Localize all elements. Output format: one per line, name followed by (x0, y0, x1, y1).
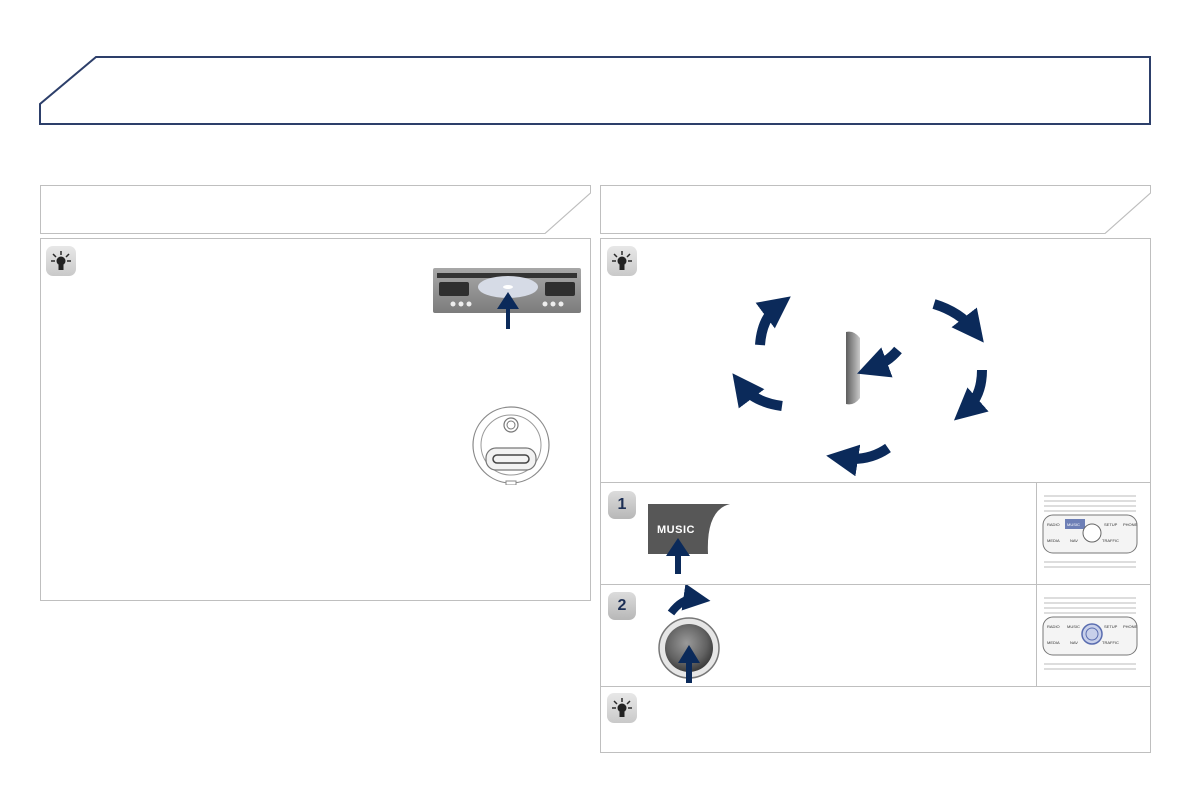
key-nav: NAV (1070, 640, 1078, 645)
rotate-arrow-icon (755, 296, 791, 346)
key-media: MEDIA (1047, 640, 1060, 645)
step-number-badge: 1 (608, 491, 636, 519)
key-music: MUSIC (1067, 522, 1080, 527)
key-phone: PHONE (1123, 522, 1138, 527)
lightbulb-icon (607, 693, 637, 723)
music-button-illustration: MUSIC (648, 504, 730, 574)
control-panel-thumbnail-1: RADIO MUSIC SETUP PHONE MEDIA NAV TRAFFI… (1040, 490, 1140, 572)
knob-illustration (658, 585, 720, 683)
press-arrow-icon (857, 346, 902, 378)
usb-port-illustration (472, 406, 550, 485)
cd-player-illustration (433, 268, 581, 329)
music-button-label: MUSIC (657, 524, 695, 536)
key-radio: RADIO (1047, 624, 1060, 629)
rotation-diagram (732, 296, 989, 477)
key-media: MEDIA (1047, 538, 1060, 543)
rotate-arrow-icon (953, 369, 989, 421)
lightbulb-icon (46, 246, 76, 276)
key-nav: NAV (1070, 538, 1078, 543)
key-setup: SETUP (1104, 624, 1118, 629)
key-traffic: TRAFFIC (1102, 640, 1119, 645)
rotate-arrow-icon (826, 443, 891, 477)
rotate-arrow-icon (932, 299, 984, 343)
left-section-frame (40, 185, 591, 601)
key-music: MUSIC (1067, 624, 1080, 629)
page-header-band (39, 56, 1151, 125)
key-radio: RADIO (1047, 522, 1060, 527)
control-panel-thumbnail-2: RADIO MUSIC SETUP PHONE MEDIA NAV TRAFFI… (1040, 592, 1140, 674)
key-phone: PHONE (1123, 624, 1138, 629)
right-section-frame (600, 185, 1151, 753)
key-setup: SETUP (1104, 522, 1118, 527)
rotate-arrow-icon (732, 373, 783, 411)
key-traffic: TRAFFIC (1102, 538, 1119, 543)
lightbulb-icon (607, 246, 637, 276)
step-number-badge: 2 (608, 592, 636, 620)
